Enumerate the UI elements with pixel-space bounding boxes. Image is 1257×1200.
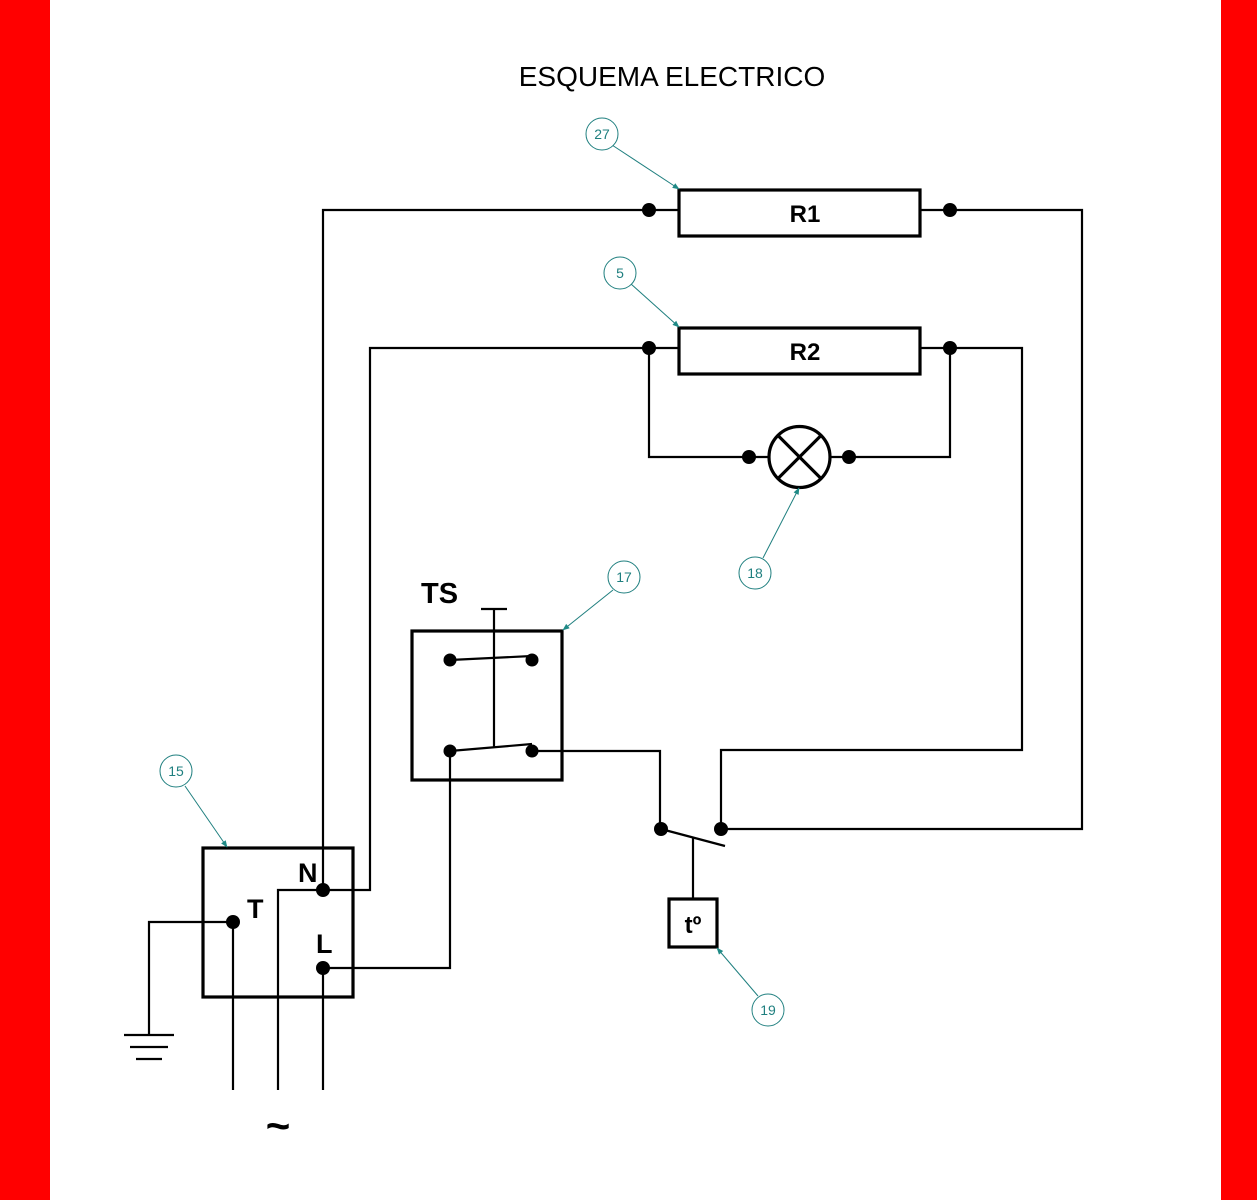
- wire-ts-to-thermostat: [532, 749, 662, 829]
- thermostat-body: [667, 897, 719, 949]
- thermostat-label: tº: [685, 912, 702, 939]
- ts-body: [410, 629, 564, 782]
- thermostat-terminal-right: [714, 822, 728, 836]
- ts-label: TS: [421, 578, 458, 610]
- lamp-cross-b: [776, 434, 823, 480]
- terminal-t: [226, 915, 240, 929]
- terminal-l-label: L: [316, 929, 333, 959]
- wire-lamp-left: [647, 348, 769, 459]
- callout-5: 5: [603, 256, 680, 328]
- ts-terminal-2: [525, 653, 539, 667]
- callout-5-label: 5: [616, 265, 624, 281]
- callout-17-label: 17: [616, 569, 632, 585]
- callout-27-label: 27: [594, 126, 610, 142]
- callout-15-label: 15: [168, 763, 184, 779]
- callout-19-label: 19: [760, 1002, 776, 1018]
- terminal-n-label: N: [298, 858, 318, 888]
- terminal-l: [316, 961, 330, 975]
- wire-r2-to-thermostat: [719, 346, 1024, 829]
- lamp-right-terminal: [842, 450, 856, 464]
- terminal-t-label: T: [247, 894, 264, 924]
- diagram-title: ESQUEMA ELECTRICO: [519, 61, 826, 92]
- r2-label: R2: [790, 339, 821, 366]
- wire-n-to-r2: [323, 346, 649, 892]
- callout-27: 27: [585, 117, 680, 190]
- left-red-border: [0, 0, 50, 1200]
- wire-t-to-ground: [147, 920, 233, 1034]
- ac-supply-icon: ~: [266, 1102, 291, 1149]
- indicator-lamp[interactable]: [647, 348, 952, 490]
- callout-18-label: 18: [747, 565, 763, 581]
- thermostat-terminal-left: [654, 822, 668, 836]
- r1-left-terminal: [642, 203, 656, 217]
- resistor-r2[interactable]: R2: [323, 326, 1024, 892]
- resistor-r1[interactable]: R1: [321, 188, 1084, 890]
- wire-l-to-ts: [323, 751, 452, 970]
- ts-contact-lower: [449, 742, 533, 753]
- r2-body: [677, 326, 922, 376]
- callout-18: 18: [738, 487, 800, 590]
- lamp-left-terminal: [742, 450, 756, 464]
- ts-terminal-1: [443, 653, 457, 667]
- callout-19: 19: [716, 947, 785, 1027]
- r1-label: R1: [790, 201, 821, 228]
- wire-r1-to-thermostat: [721, 208, 1084, 831]
- right-red-border: [1221, 0, 1257, 1200]
- thermostat-contact: [660, 827, 726, 848]
- r1-body: [677, 188, 922, 238]
- wire-lamp-right: [830, 348, 952, 459]
- ts-contact-upper: [449, 654, 533, 662]
- terminal-n: [316, 883, 330, 897]
- callout-17: 17: [562, 560, 641, 631]
- terminal-block[interactable]: N T L: [147, 846, 355, 1090]
- callout-15: 15: [159, 754, 228, 848]
- wire-n-supply: [276, 888, 323, 1090]
- ts-switch[interactable]: TS: [323, 578, 662, 970]
- ground-icon: [124, 1033, 174, 1061]
- wire-n-to-r1: [321, 208, 649, 890]
- thermostat[interactable]: tº: [654, 822, 728, 949]
